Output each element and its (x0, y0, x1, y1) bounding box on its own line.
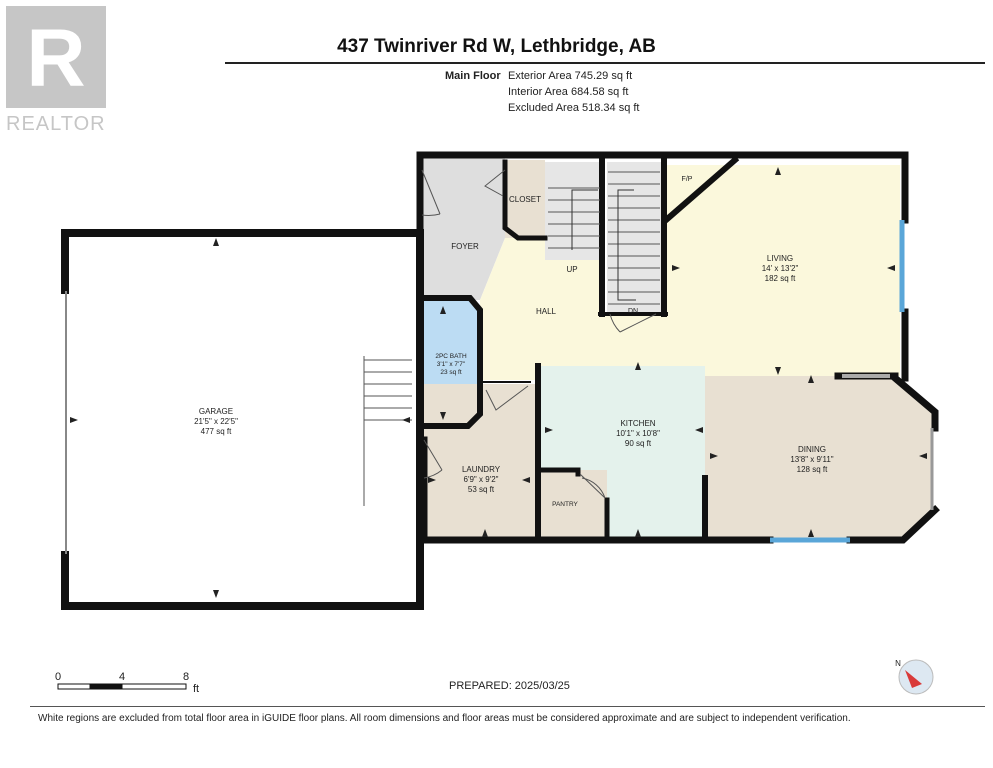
closet-floor (505, 160, 545, 238)
kitchen-dims: 10'1" x 10'8" (616, 429, 660, 438)
fireplace-wall (661, 155, 740, 225)
living-area: 182 sq ft (765, 274, 796, 283)
pantry-wall (538, 467, 581, 477)
title-divider (225, 62, 985, 64)
kitchen-label: KITCHEN (620, 419, 655, 428)
laundry-dims: 6'9" x 9'2" (464, 475, 499, 484)
stair-door-swing (609, 313, 657, 333)
realtor-logo-text: REALTOR (6, 113, 106, 135)
compass: N (895, 659, 934, 695)
page-title: 437 Twinriver Rd W, Lethbridge, AB (337, 36, 656, 57)
disclaimer-text: White regions are excluded from total fl… (38, 713, 851, 724)
stairs-down-label: DN (628, 308, 638, 315)
bath-door-swing (485, 385, 529, 411)
fireplace-label: F/P (682, 176, 693, 183)
foyer-floor (420, 157, 505, 300)
stair-down-arrow (617, 189, 636, 301)
bath-wall (421, 295, 483, 429)
dimension-markers (70, 167, 927, 598)
stair-up-arrow (571, 189, 598, 250)
closet-door-swing (484, 169, 506, 197)
hall-floor (480, 165, 900, 380)
dining-floor (705, 376, 932, 540)
house-south-wall (420, 436, 774, 544)
kitchen-area: 90 sq ft (625, 439, 652, 448)
hall-label: HALL (536, 307, 557, 316)
excluded-area: Excluded Area 518.34 sq ft (508, 102, 640, 114)
garage-floor (65, 236, 420, 605)
scale-unit: ft (193, 683, 199, 695)
laundry-label: LAUNDRY (462, 465, 501, 474)
foyer-label: FOYER (451, 242, 479, 251)
bath-label: 2PC BATH (435, 353, 467, 360)
laundry-area: 53 sq ft (468, 485, 495, 494)
house-north-wall (416, 151, 909, 237)
stairs-up-label: UP (566, 265, 577, 274)
floor-label: Main Floor (445, 70, 501, 82)
laundry-door-swing (423, 439, 443, 479)
compass-north-label: N (895, 659, 901, 668)
scale-label-4: 4 (119, 671, 125, 683)
dining-label: DINING (798, 445, 826, 454)
bath-area: 23 sq ft (440, 369, 462, 376)
dining-bay-wall (890, 373, 939, 432)
closet-wall (502, 159, 548, 241)
foyer-door-swing (421, 169, 441, 216)
interior-area: Interior Area 684.58 sq ft (508, 86, 629, 98)
stairs-down-area (607, 162, 662, 312)
garage-area: 477 sq ft (201, 427, 232, 436)
dining-dims: 13'8" x 9'11" (790, 455, 833, 464)
garage-wall (61, 229, 424, 610)
scale-label-0: 0 (55, 671, 61, 683)
dining-bay-wall-south (846, 505, 940, 544)
scale-bar: 0 4 8 ft (55, 671, 199, 695)
pantry-door-swing (579, 473, 606, 499)
compass-needle-icon (905, 670, 922, 688)
bath-dims: 3'1" x 7'7" (437, 361, 466, 368)
pantry-floor (541, 470, 607, 540)
living-dims: 14' x 13'2" (762, 264, 799, 273)
stair-steps (363, 171, 660, 506)
svg-text:R: R (26, 13, 85, 104)
pantry-label: PANTRY (552, 501, 578, 508)
garage-label: GARAGE (199, 407, 233, 416)
exterior-area: Exterior Area 745.29 sq ft (508, 70, 633, 82)
dining-area: 128 sq ft (797, 465, 828, 474)
realtor-logo: R (6, 6, 106, 108)
scale-label-8: 8 (183, 671, 189, 683)
prepared-date: PREPARED: 2025/03/25 (449, 680, 570, 692)
footer-divider (30, 706, 985, 707)
closet-label: CLOSET (509, 195, 541, 204)
living-label: LIVING (767, 254, 793, 263)
garage-dims: 21'5" x 22'5" (194, 417, 238, 426)
